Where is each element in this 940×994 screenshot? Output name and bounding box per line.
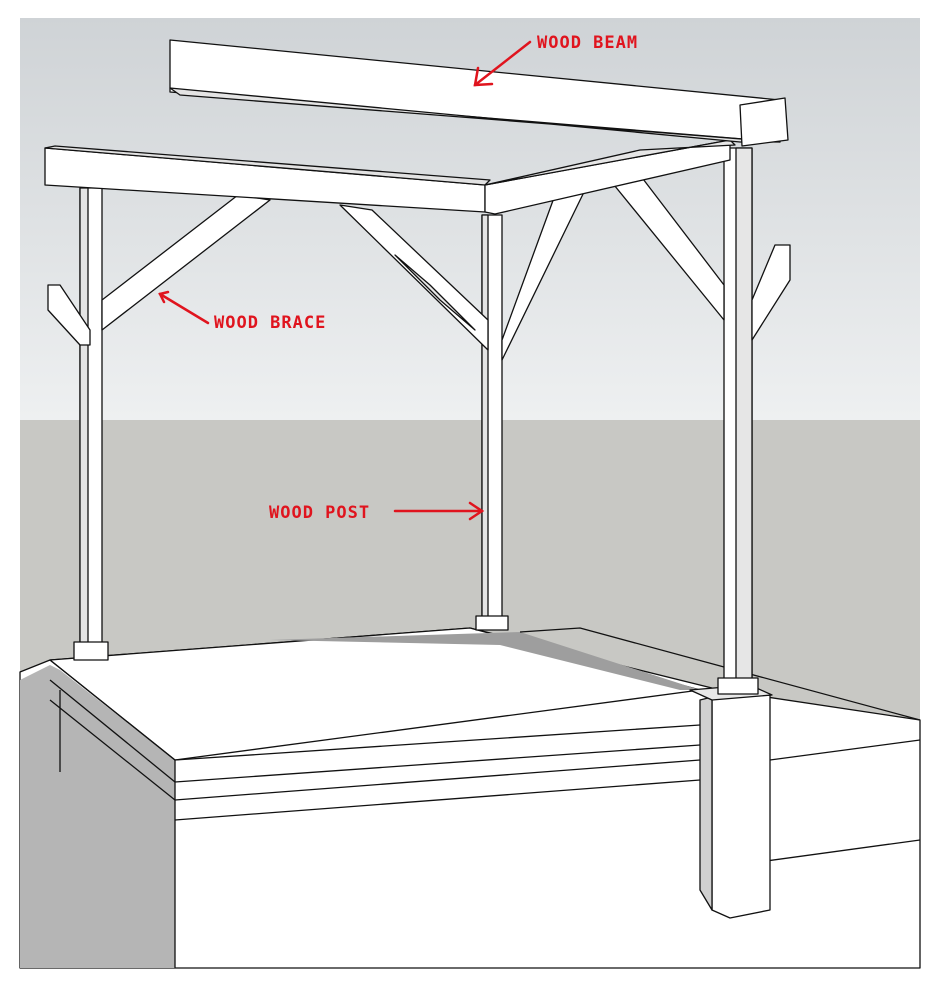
deck (19, 627, 921, 969)
wood-braces (47, 174, 791, 361)
beam-arrow (473, 40, 532, 87)
concrete-pier (689, 684, 773, 919)
wood-post-right (717, 147, 759, 695)
wood-brace-label: WOOD BRACE (214, 313, 327, 333)
post-arrow (393, 501, 485, 521)
wood-post-left (73, 187, 109, 661)
wood-post-middle (475, 214, 509, 631)
wood-beam-label: WOOD BEAM (537, 33, 639, 53)
brace-arrow (158, 290, 210, 325)
wood-beam-top (169, 39, 789, 147)
wood-post-label: WOOD POST (269, 503, 371, 523)
wood-beam-side (484, 139, 736, 215)
